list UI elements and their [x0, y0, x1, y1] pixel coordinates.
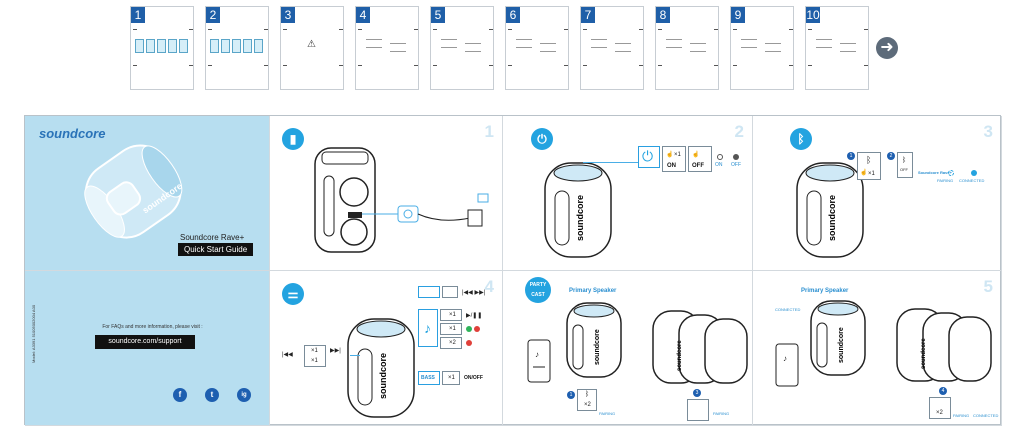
bass-button-box: BASS — [418, 371, 440, 385]
music-note-icon: ♪ — [424, 320, 431, 336]
battery-charge-icon: ▮ — [282, 128, 304, 150]
next-page-button[interactable]: ➜ — [876, 37, 898, 59]
speaker-brand-text: soundcore — [827, 195, 837, 241]
page-thumbnail-1[interactable]: 1 — [130, 6, 194, 90]
controls-icon: ⚌ — [282, 283, 304, 305]
partycast-badge: PARTY CAST — [525, 277, 551, 303]
support-link[interactable]: soundcore.com/support — [95, 335, 195, 349]
reject-call-icon — [466, 340, 472, 346]
back-cover-panel: For FAQs and more information, please vi… — [25, 271, 270, 426]
step-badge: 2 — [887, 152, 895, 160]
bluetooth-press-box: ᛒ ×2 — [577, 389, 597, 411]
secondary-speakers-illustration: soundcore — [896, 308, 992, 382]
bluetooth-press-box: ᛒ ☝ ×1 — [857, 152, 881, 180]
page-thumbnail-2[interactable]: 2 — [205, 6, 269, 90]
speaker-illustration: soundcore — [347, 318, 415, 418]
phone-illustration: ♪ — [527, 339, 551, 383]
page-number: 9 — [731, 7, 745, 23]
speaker-illustration: soundcore — [544, 162, 612, 258]
svg-text:♪: ♪ — [783, 354, 787, 363]
panel-power: 2 ⏻ soundcore ⏻ ☝ ×1 ON ☝ OFF ON OFF — [503, 116, 753, 271]
speaker-brand-text: soundcore — [677, 340, 683, 371]
hand-hold-icon: ☝ — [692, 152, 700, 158]
end-call-icon — [474, 326, 480, 332]
partycast-button-box — [418, 286, 440, 298]
brand-logo: soundcore — [39, 126, 106, 141]
voice-button-box — [442, 286, 458, 298]
speaker-brand-text: soundcore — [594, 329, 601, 365]
twitter-icon[interactable]: t — [205, 388, 219, 402]
led-blink-dot — [948, 170, 954, 176]
panel-number: 1 — [484, 122, 494, 141]
page-number: 10 — [806, 7, 820, 23]
step-badge: 3 — [693, 389, 701, 397]
bluetooth-icon: ᛒ — [866, 155, 872, 165]
faq-text: For FAQs and more information, please vi… — [102, 324, 203, 330]
panel-number: 3 — [983, 122, 993, 141]
page-thumbnail-9[interactable]: 9 — [730, 6, 794, 90]
hand-press-icon: ☝ — [860, 170, 868, 176]
speaker-illustration: soundcore — [84, 144, 184, 239]
svg-text:♪: ♪ — [535, 350, 539, 359]
step-badge: 1 — [847, 152, 855, 160]
phone-illustration: ♪ — [775, 343, 799, 387]
instagram-icon[interactable]: ig — [237, 388, 251, 402]
speaker-side-illustration — [314, 147, 489, 253]
panel-partycast: PARTY CAST Primary Speaker soundcore ♪ 1… — [503, 271, 753, 426]
facebook-icon[interactable]: f — [173, 388, 187, 402]
press-off-box: ☝ OFF — [688, 146, 712, 172]
play-button-box: ♪ — [418, 309, 438, 347]
guide-title: Quick Start Guide — [178, 243, 254, 256]
page-number: 8 — [656, 7, 670, 23]
phone-icon: ᛒ OFF — [897, 152, 913, 178]
panel-controls: 4 ⚌ soundcore |◀◀ ▶▶| ♪ ×1 ▶/❚❚ ×1 ×2 |◀… — [270, 271, 503, 426]
page-thumbnail-3[interactable]: 3⚠ — [280, 6, 344, 90]
primary-speaker-illustration: soundcore — [810, 300, 866, 376]
hand-press-icon: ☝ — [666, 152, 674, 158]
page-thumbnail-8[interactable]: 8 — [655, 6, 719, 90]
page-thumbnail-7[interactable]: 7 — [580, 6, 644, 90]
model-text: Model: A3391 51005002004 A00 — [31, 304, 36, 363]
page-number: 5 — [431, 7, 445, 23]
step-badge: 4 — [939, 387, 947, 395]
panel-number: 2 — [734, 122, 744, 141]
page-number: 1 — [131, 7, 145, 23]
page-thumbnail-10[interactable]: 10 — [805, 6, 869, 90]
page-thumbnail-4[interactable]: 4 — [355, 6, 419, 90]
speaker-brand-text: soundcore — [378, 353, 388, 399]
page-number: 3 — [281, 7, 295, 23]
led-on-dot — [733, 154, 739, 160]
page-number: 7 — [581, 7, 595, 23]
speaker-illustration: soundcore — [796, 162, 864, 258]
led-off-dot — [717, 154, 723, 160]
page-number: 6 — [506, 7, 520, 23]
press-on-box: ☝ ×1 ON — [662, 146, 686, 172]
panel-stereo: 5 Primary Speaker CONNECTED soundcore ♪ … — [753, 271, 1002, 426]
page-number: 2 — [206, 7, 220, 23]
bluetooth-icon: ᛒ — [790, 128, 812, 150]
primary-speaker-illustration: soundcore — [566, 302, 622, 378]
speaker-brand-text: soundcore — [838, 327, 845, 363]
power-icon: ⏻ — [642, 148, 654, 164]
panel-bluetooth: 3 ᛒ soundcore 1 ᛒ ☝ ×1 2 ᛒ OFF Soundcore… — [753, 116, 1002, 271]
warning-icon: ⚠ — [307, 39, 316, 50]
led-solid-dot — [971, 170, 977, 176]
step-badge: 1 — [567, 391, 575, 399]
power-button-box: ⏻ — [638, 146, 660, 168]
speaker-brand-text: soundcore — [921, 338, 927, 369]
secondary-speakers-illustration: soundcore — [652, 310, 748, 384]
panel-number: 5 — [983, 277, 993, 296]
page-thumbnail-5[interactable]: 5 — [430, 6, 494, 90]
panel-number: 4 — [484, 277, 494, 296]
cover-panel: soundcore soundcore Soundcore Rave+ Quic… — [25, 116, 270, 271]
accept-call-icon — [466, 326, 472, 332]
speaker-brand-text: soundcore — [575, 195, 585, 241]
panel-charge: 1 ▮ — [270, 116, 503, 271]
page-thumbnail-6[interactable]: 6 — [505, 6, 569, 90]
page-number: 4 — [356, 7, 370, 23]
product-name: Soundcore Rave+ — [180, 233, 245, 242]
power-icon: ⏻ — [531, 128, 553, 150]
quick-start-sheet: soundcore soundcore Soundcore Rave+ Quic… — [24, 115, 1002, 426]
